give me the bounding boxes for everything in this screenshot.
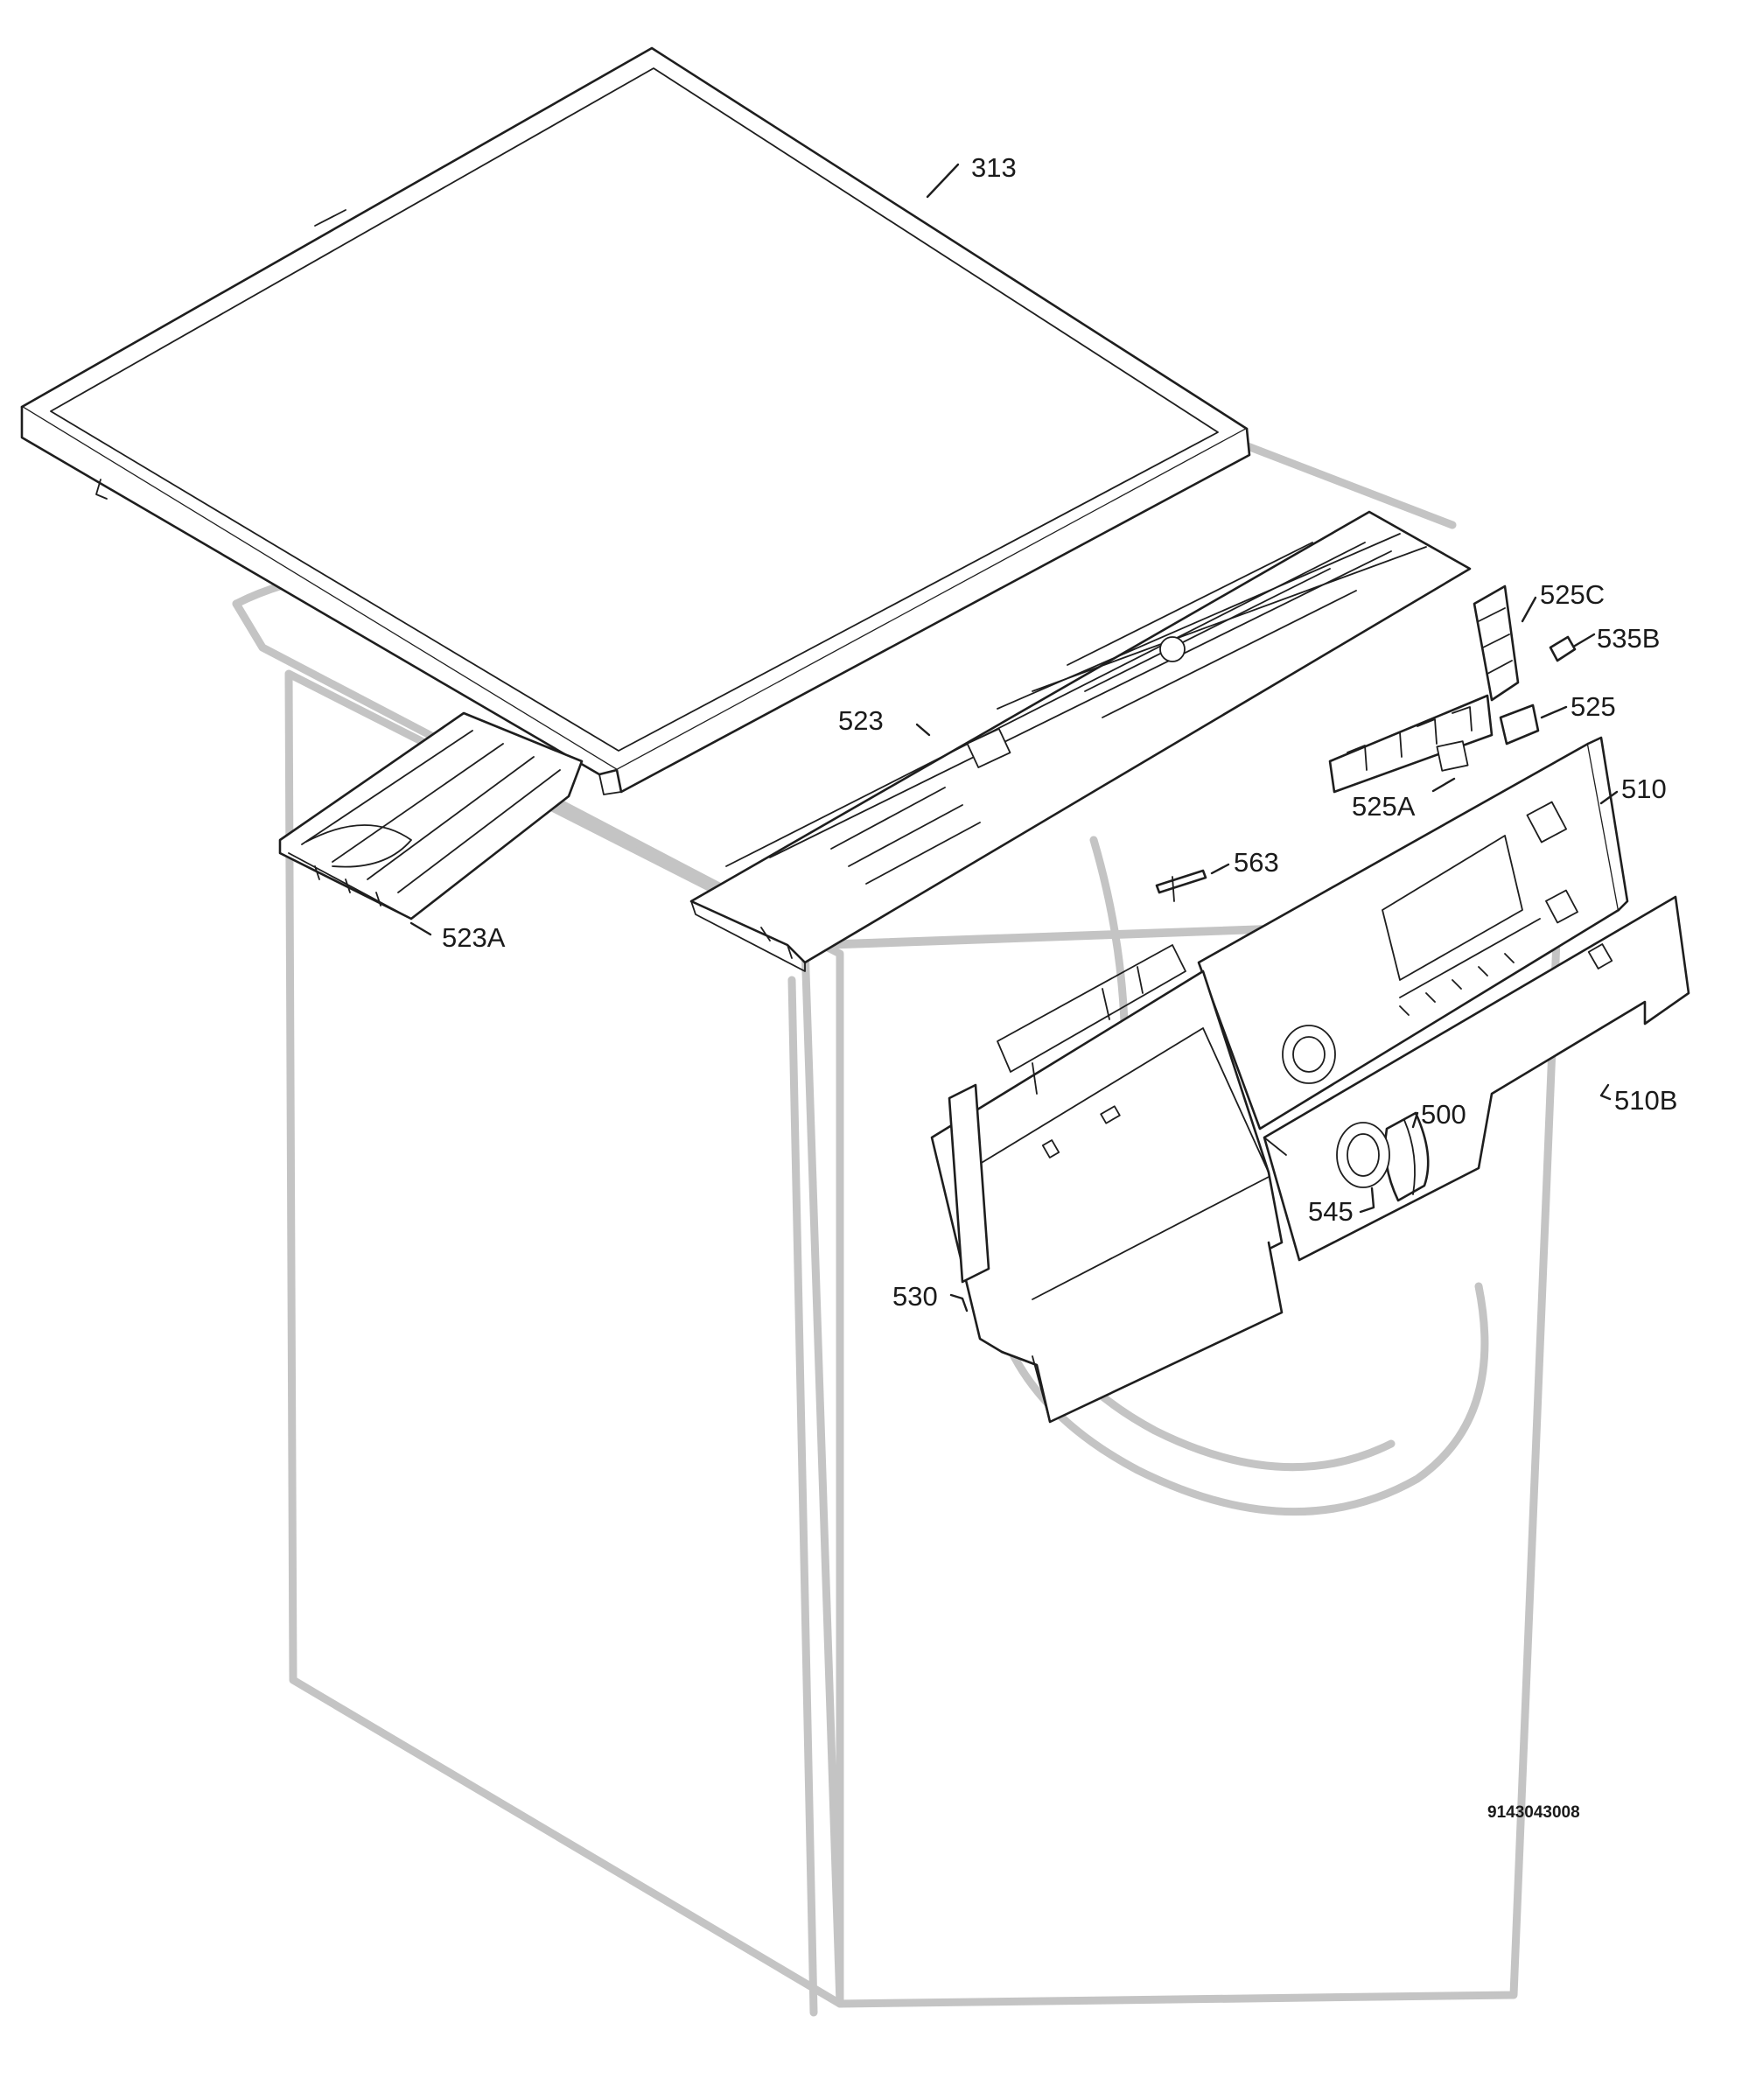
callout-510b: 510B bbox=[1614, 1085, 1677, 1116]
leader-535b bbox=[1573, 633, 1596, 648]
callout-523: 523 bbox=[838, 705, 884, 736]
knob-base-545 bbox=[1336, 1122, 1390, 1188]
module-525 bbox=[1499, 704, 1540, 746]
drawer-530 bbox=[930, 944, 1284, 1424]
callout-313: 313 bbox=[971, 152, 1017, 183]
leader-523a bbox=[409, 921, 432, 936]
worktop-313 bbox=[20, 46, 1251, 795]
rail-523a bbox=[278, 711, 584, 920]
pin-563 bbox=[1155, 869, 1207, 902]
callout-545: 545 bbox=[1308, 1196, 1354, 1227]
leader-510 bbox=[1599, 790, 1619, 805]
leader-530 bbox=[949, 1293, 969, 1312]
leader-525a bbox=[1431, 777, 1456, 793]
callout-535b: 535B bbox=[1597, 623, 1660, 654]
pcb-525a bbox=[1328, 694, 1494, 794]
callout-500: 500 bbox=[1421, 1099, 1466, 1130]
control-panel-510 bbox=[1197, 736, 1629, 1130]
callout-525c: 525C bbox=[1540, 579, 1605, 610]
leader-545 bbox=[1359, 1186, 1375, 1214]
clip-535b bbox=[1549, 635, 1577, 662]
bracket-525c bbox=[1473, 584, 1520, 702]
callout-525: 525 bbox=[1571, 691, 1616, 722]
document-number: 9143043008 bbox=[1487, 1803, 1580, 1822]
leader-525c bbox=[1521, 596, 1537, 623]
callout-530: 530 bbox=[892, 1281, 938, 1312]
leader-563 bbox=[1210, 863, 1230, 875]
leader-lines bbox=[409, 163, 1619, 1312]
leader-313 bbox=[926, 163, 960, 199]
callout-510: 510 bbox=[1621, 774, 1667, 804]
callout-523a: 523A bbox=[442, 922, 506, 953]
callout-labels: 313 525C 535B 523 525 525A 510 563 523A … bbox=[442, 152, 1677, 1312]
rail-523 bbox=[689, 510, 1472, 972]
callout-563: 563 bbox=[1234, 847, 1279, 878]
callout-525a: 525A bbox=[1352, 791, 1416, 822]
leader-510b bbox=[1599, 1083, 1612, 1101]
leader-525 bbox=[1540, 705, 1568, 719]
leader-523 bbox=[915, 723, 931, 737]
leader-500 bbox=[1411, 1111, 1419, 1129]
